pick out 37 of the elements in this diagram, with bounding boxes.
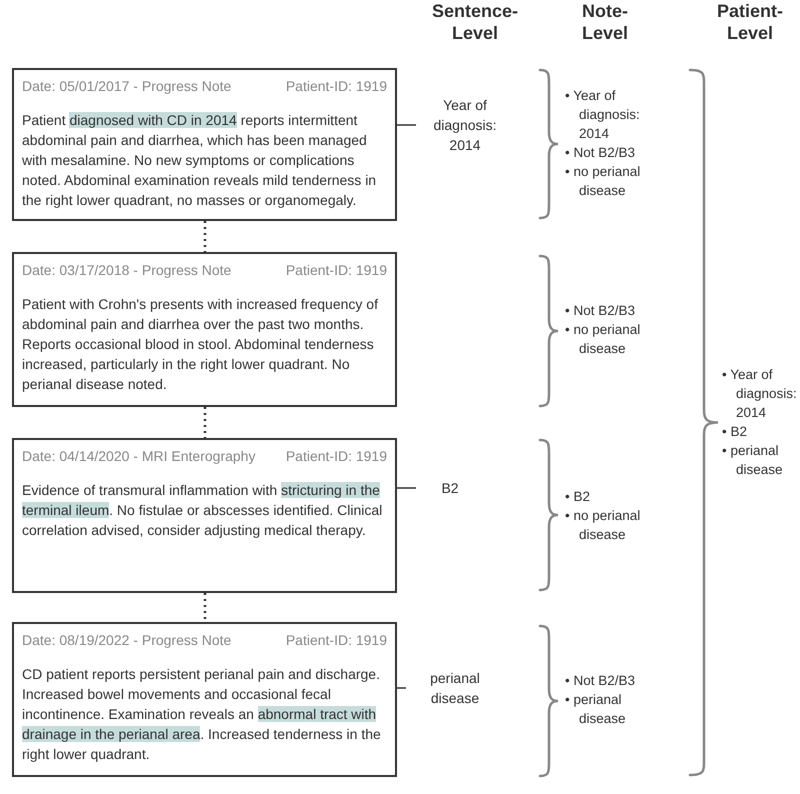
note-card bbox=[12, 622, 397, 777]
bullet-item: • perianal disease bbox=[722, 442, 784, 479]
note-date: Date: 05/01/2017 - Progress Note bbox=[22, 78, 232, 94]
dotted-connector bbox=[204, 221, 206, 252]
note-card bbox=[12, 68, 397, 221]
patient-id: Patient-ID: 1919 bbox=[286, 262, 387, 278]
note-text: CD patient reports persistent perianal pain and discharge. Increased bowel movements and occasional fecal incontinence. Examination reveals an abnormal tract with drainage in the perianal area. Increased tenderness in the right lower quadrant. bbox=[22, 665, 382, 764]
note-card bbox=[12, 252, 397, 407]
dotted-connector bbox=[204, 407, 206, 438]
leader-line bbox=[397, 124, 416, 126]
bullet-item: • B2 bbox=[722, 423, 748, 441]
note-date: Date: 08/19/2022 - Progress Note bbox=[22, 632, 232, 648]
bullet-item: • Year of diagnosis: 2014 bbox=[722, 366, 798, 422]
patient-id: Patient-ID: 1919 bbox=[286, 78, 387, 94]
dotted-connector bbox=[204, 593, 206, 622]
patient-id: Patient-ID: 1919 bbox=[286, 448, 387, 464]
bullet-item: • B2 bbox=[565, 488, 591, 506]
note-card bbox=[12, 438, 397, 593]
bullet-item: • no perianal disease bbox=[565, 507, 642, 544]
bullet-item: • Not B2/B3 bbox=[565, 302, 636, 320]
bullet-item: • Not B2/B3 bbox=[565, 672, 636, 690]
bullet-item: • no perianal disease bbox=[565, 321, 642, 358]
column-heading: Patient-Level bbox=[716, 0, 784, 44]
note-text: Patient with Crohn's presents with increased frequency of abdominal pain and diarrhea over the past two months. Reports occasional blood in stool. Abdominal tenderness increased, particularly in the right lower quadrant. No perianal disease noted. bbox=[22, 295, 379, 394]
note-date: Date: 04/14/2020 - MRI Enterography bbox=[22, 448, 256, 464]
note-date: Date: 03/17/2018 - Progress Note bbox=[22, 262, 232, 278]
bullet-item: • perianal disease bbox=[565, 691, 627, 728]
bullet-item: • no perianal disease bbox=[565, 163, 642, 200]
leader-line bbox=[397, 487, 416, 489]
patient-id: Patient-ID: 1919 bbox=[286, 632, 387, 648]
bullet-item: • Year of diagnosis: 2014 bbox=[565, 87, 641, 143]
column-heading: Note-Level bbox=[580, 0, 630, 44]
column-heading: Sentence-Level bbox=[430, 0, 520, 44]
leader-line bbox=[397, 687, 406, 689]
bullet-item: • Not B2/B3 bbox=[565, 144, 636, 162]
note-text: Evidence of transmural inflammation with stricturing in the terminal ileum. No fistulae or abscesses identified. Clinical correlation advised, consider adjusting medical therapy. bbox=[22, 481, 384, 540]
note-text: Patient diagnosed with CD in 2014 reports intermittent abdominal pain and diarrhea, which has been managed with mesalamine. No new symptoms or complications noted. Abdominal examination reveals mild tenderness in the right lower quadrant, no masses or organomegaly. bbox=[22, 111, 378, 210]
